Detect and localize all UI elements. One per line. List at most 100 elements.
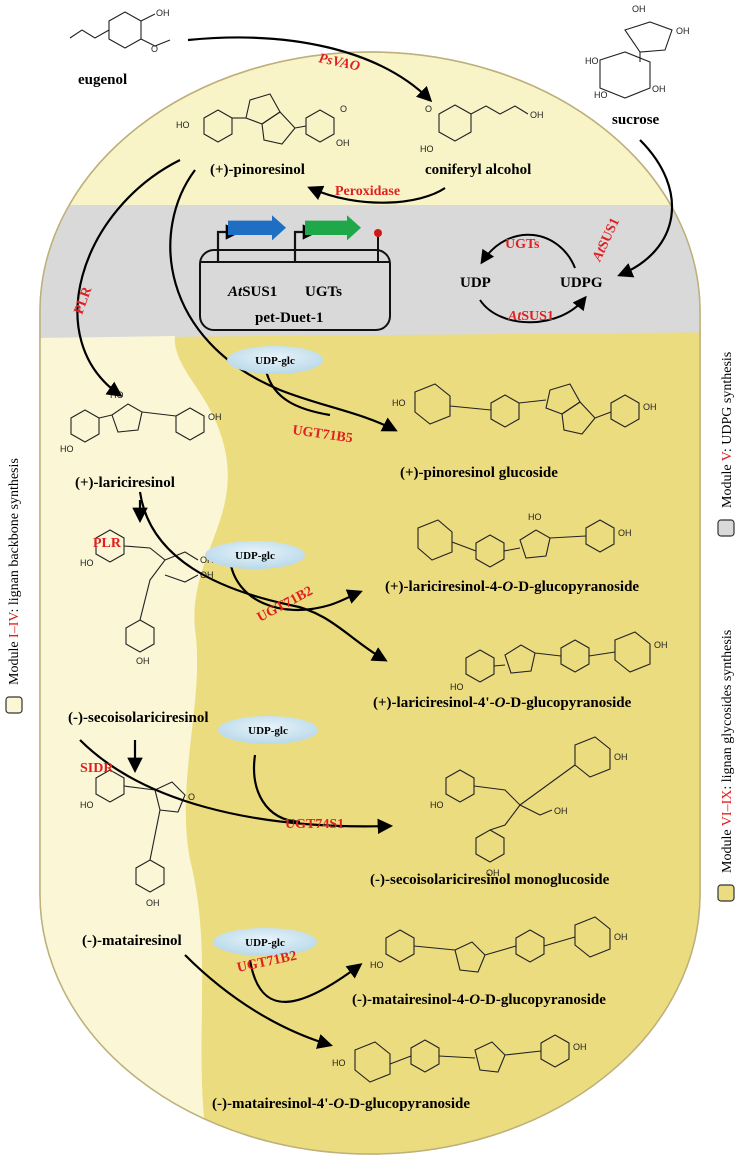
svg-text:OH: OH: [200, 570, 214, 580]
svg-text:HO: HO: [370, 960, 384, 970]
pinoresinol-label: (+)-pinoresinol: [210, 162, 305, 178]
svg-text:O: O: [425, 104, 432, 114]
enzyme-sidr: SIDR: [80, 761, 114, 776]
udp-glc-label-4: UDP-glc: [245, 937, 285, 949]
arrow-udp-glc-to-ugt74s1: [253, 754, 301, 824]
svg-text:O: O: [340, 104, 347, 114]
svg-text:O: O: [188, 792, 195, 802]
pinoresinol-glucoside-label: (+)-pinoresinol glucoside: [400, 465, 558, 481]
pathway-arrows: [76, 36, 673, 1049]
arrow-lariciresinol-to-4: [228, 559, 363, 612]
svg-text:HO: HO: [430, 800, 444, 810]
sucrose-structure: HO HO OH OH OH: [585, 4, 690, 100]
coniferyl-alcohol-structure: OH HO O: [420, 104, 544, 154]
legend-module-vi-ix: Module VI–IX: lignan glycosides synthesi…: [717, 630, 735, 902]
legend-swatch-gray: [717, 519, 735, 537]
module-v-band: [40, 205, 700, 338]
legend-swatch-light: [5, 696, 23, 714]
svg-text:OH: OH: [614, 752, 628, 762]
lariciresinol-label: (+)-lariciresinol: [75, 475, 175, 491]
secoisolariciresinol-monoglucoside-label: (-)-secoisolariciresinol monoglucoside: [370, 872, 610, 888]
arrow-lariciresinol-to-4p: [138, 491, 388, 662]
svg-text:HO: HO: [80, 558, 94, 568]
matairesinol-structure: O HO OH: [80, 769, 195, 908]
svg-text:OH: OH: [573, 1042, 587, 1052]
udp-glc-oval-2: [205, 541, 305, 569]
coniferyl-alcohol-label: coniferyl alcohol: [425, 162, 531, 178]
lariciresinol-4p-glucopyranoside-label: (+)-lariciresinol-4'-O-D-glucopyranoside: [373, 695, 632, 711]
cycle-atsus1-bottom: AtSUS1: [507, 309, 554, 324]
arrow-pinoresinol-to-lariciresinol: [76, 159, 181, 397]
pinoresinol-glucoside-structure: OH HO: [392, 383, 657, 435]
plasmid-construct: AtSUS1 UGTs pet-Duet-1: [199, 215, 391, 331]
svg-text:OH: OH: [614, 932, 628, 942]
svg-text:OH: OH: [146, 898, 160, 908]
arrow-sucrose-to-udpg: [617, 139, 673, 278]
svg-text:OH: OH: [652, 84, 666, 94]
udp-glc-ovals: UDP-glc UDP-glc UDP-glc UDP-glc: [205, 346, 323, 956]
arrow-matairesinol-to-4: [248, 959, 363, 1003]
arrow-secoiso-to-monoglucoside: [79, 739, 394, 835]
svg-text:OH: OH: [200, 555, 214, 565]
svg-text:OH: OH: [336, 138, 350, 148]
matairesinol-4p-glucoside-structure: OH HO: [332, 1034, 587, 1083]
legend-module-v: Module V: UDPG synthesis: [717, 352, 735, 537]
cycle-ugts-label: UGTs: [505, 237, 540, 252]
svg-text:HO: HO: [60, 444, 74, 454]
terminator-icon: [374, 229, 382, 237]
svg-text:OH: OH: [554, 806, 568, 816]
enzyme-ugt74s1: UGT74S1: [285, 817, 344, 832]
eugenol-structure: OH O: [69, 8, 171, 54]
pinoresinol-structure: HO OH O: [176, 93, 350, 148]
atsus1-gene-icon: [228, 215, 286, 241]
legend-module-vi-ix-text: Module VI–IX: lignan glycosides synthesi…: [720, 630, 735, 873]
udp-glc-label-2: UDP-glc: [235, 550, 275, 562]
enzyme-plr-2: PLR: [93, 536, 122, 551]
udp-glc-oval-1: [227, 346, 323, 374]
enzyme-peroxidase: Peroxidase: [335, 184, 400, 199]
arrow-matairesinol-to-4p: [184, 954, 333, 1049]
arrow-udp-glc-to-ugt71b5: [263, 364, 331, 417]
matairesinol-label: (-)-matairesinol: [82, 933, 182, 949]
gene2-label: UGTs: [305, 284, 342, 300]
svg-text:OH: OH: [156, 8, 170, 18]
svg-text:HO: HO: [594, 90, 608, 100]
plasmid-name: pet-Duet-1: [255, 310, 323, 326]
legend-module-i-iv: Module I–IV: lignan backbone synthesis: [5, 458, 23, 714]
udp-glc-oval-3: [218, 716, 318, 744]
matairesinol-4-glucoside-structure: HO OH: [370, 916, 628, 973]
svg-text:HO: HO: [585, 56, 599, 66]
svg-text:OH: OH: [632, 4, 646, 14]
legend-swatch-dark: [717, 884, 735, 902]
gene1-label: AtSUS1: [227, 284, 277, 300]
svg-text:HO: HO: [80, 800, 94, 810]
udpg-label: UDPG: [560, 275, 603, 291]
lariciresinol-4p-glucoside-structure: HO OH: [450, 631, 668, 692]
svg-text:OH: OH: [486, 868, 500, 878]
svg-text:OH: OH: [618, 528, 632, 538]
arrow-pinoresinol-to-glucoside: [169, 169, 398, 432]
udp-label: UDP: [460, 275, 491, 291]
legend-module-i-iv-text: Module I–IV: lignan backbone synthesis: [7, 458, 22, 685]
secoisolariciresinol-label: (-)-secoisolariciresinol: [68, 710, 209, 726]
svg-text:OH: OH: [208, 412, 222, 422]
svg-text:HO: HO: [332, 1058, 346, 1068]
matairesinol-4p-glucopyranoside-label: (-)-matairesinol-4'-O-D-glucopyranoside: [212, 1096, 470, 1112]
ugts-gene-icon: [305, 215, 361, 241]
udp-glc-oval-4: [213, 928, 317, 956]
arrow-eugenol-to-coniferyl: [187, 36, 433, 103]
secoisolariciresinol-monoglucoside-structure: OH HO OH OH: [430, 736, 628, 878]
svg-text:OH: OH: [136, 656, 150, 666]
arrow-udp-to-udpg: [479, 295, 587, 324]
svg-text:OH: OH: [676, 26, 690, 36]
legend-module-v-text: Module V: UDPG synthesis: [720, 352, 735, 508]
svg-text:HO: HO: [528, 512, 542, 522]
cytosol-dark-region: [174, 330, 700, 1154]
eugenol-label: eugenol: [78, 72, 127, 88]
lariciresinol-4-glucopyranoside-label: (+)-lariciresinol-4-O-D-glucopyranoside: [385, 579, 639, 595]
svg-text:HO: HO: [176, 120, 190, 130]
matairesinol-4-glucopyranoside-label: (-)-matairesinol-4-O-D-glucopyranoside: [352, 992, 606, 1008]
secoisolariciresinol-structure: OH OH HO OH: [80, 529, 214, 666]
svg-text:HO: HO: [392, 398, 406, 408]
